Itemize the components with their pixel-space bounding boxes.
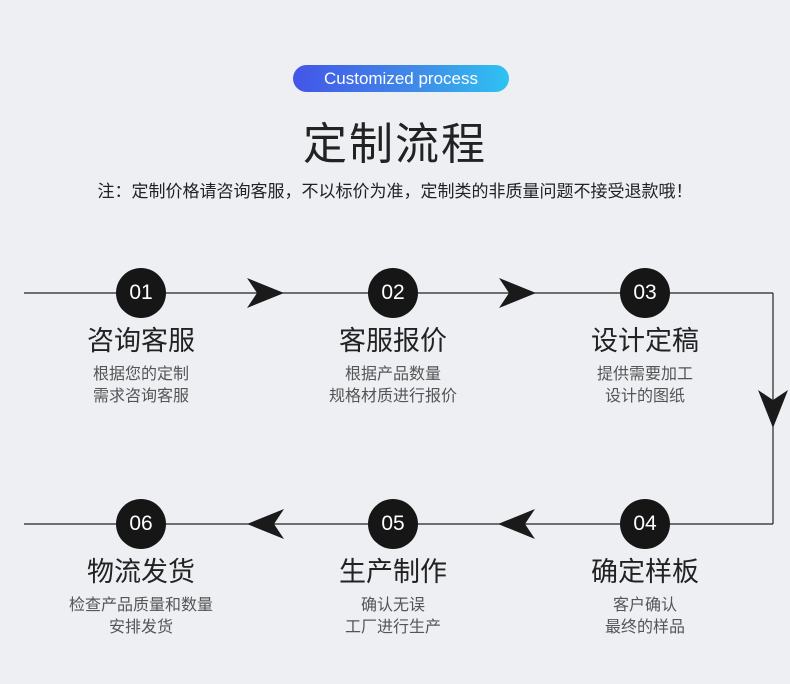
step-title: 咨询客服 — [87, 326, 195, 357]
step-number-03: 03 — [620, 268, 670, 318]
notice-text: 注：定制价格请咨询客服，不以标价为准，定制类的非质量问题不接受退款哦！ — [97, 182, 693, 202]
step-desc-line1: 检查产品质量和数量 — [68, 595, 213, 614]
step-number-04: 04 — [620, 499, 670, 549]
step-title: 物流发货 — [87, 557, 195, 588]
step-number-06: 06 — [116, 499, 166, 549]
step-title: 客服报价 — [339, 326, 447, 357]
step-desc-line1: 确认无误 — [360, 595, 425, 614]
step-02: 客服报价 根据产品数量 规格材质进行报价 — [293, 325, 493, 407]
step-desc-line2: 设计的图纸 — [604, 386, 685, 405]
step-desc-line2: 安排发货 — [108, 617, 173, 636]
arrow-right-icon — [247, 278, 284, 308]
process-badge: Customized process — [293, 65, 509, 92]
step-desc-line2: 规格材质进行报价 — [328, 386, 457, 405]
step-desc-line1: 根据您的定制 — [92, 364, 189, 383]
step-desc-line1: 根据产品数量 — [344, 364, 441, 383]
step-01: 咨询客服 根据您的定制 需求咨询客服 — [41, 325, 241, 407]
page-title: 定制流程 — [303, 119, 487, 170]
step-number-05: 05 — [368, 499, 418, 549]
arrow-left-icon — [247, 509, 284, 539]
step-title: 确定样板 — [591, 557, 699, 588]
step-05: 生产制作 确认无误 工厂进行生产 — [293, 556, 493, 638]
step-desc-line2: 工厂进行生产 — [344, 617, 441, 636]
step-title: 设计定稿 — [591, 326, 699, 357]
step-06: 物流发货 检查产品质量和数量 安排发货 — [41, 556, 241, 638]
step-03: 设计定稿 提供需要加工 设计的图纸 — [545, 325, 745, 407]
step-title: 生产制作 — [339, 557, 447, 588]
step-desc-line1: 客户确认 — [612, 595, 677, 614]
step-desc-line2: 最终的样品 — [604, 617, 685, 636]
step-number-01: 01 — [116, 268, 166, 318]
arrow-down-icon — [758, 390, 788, 428]
step-desc-line1: 提供需要加工 — [596, 364, 693, 383]
step-desc-line2: 需求咨询客服 — [92, 386, 189, 405]
step-04: 确定样板 客户确认 最终的样品 — [545, 556, 745, 638]
step-number-02: 02 — [368, 268, 418, 318]
arrow-left-icon — [498, 509, 535, 539]
arrow-right-icon — [499, 278, 536, 308]
